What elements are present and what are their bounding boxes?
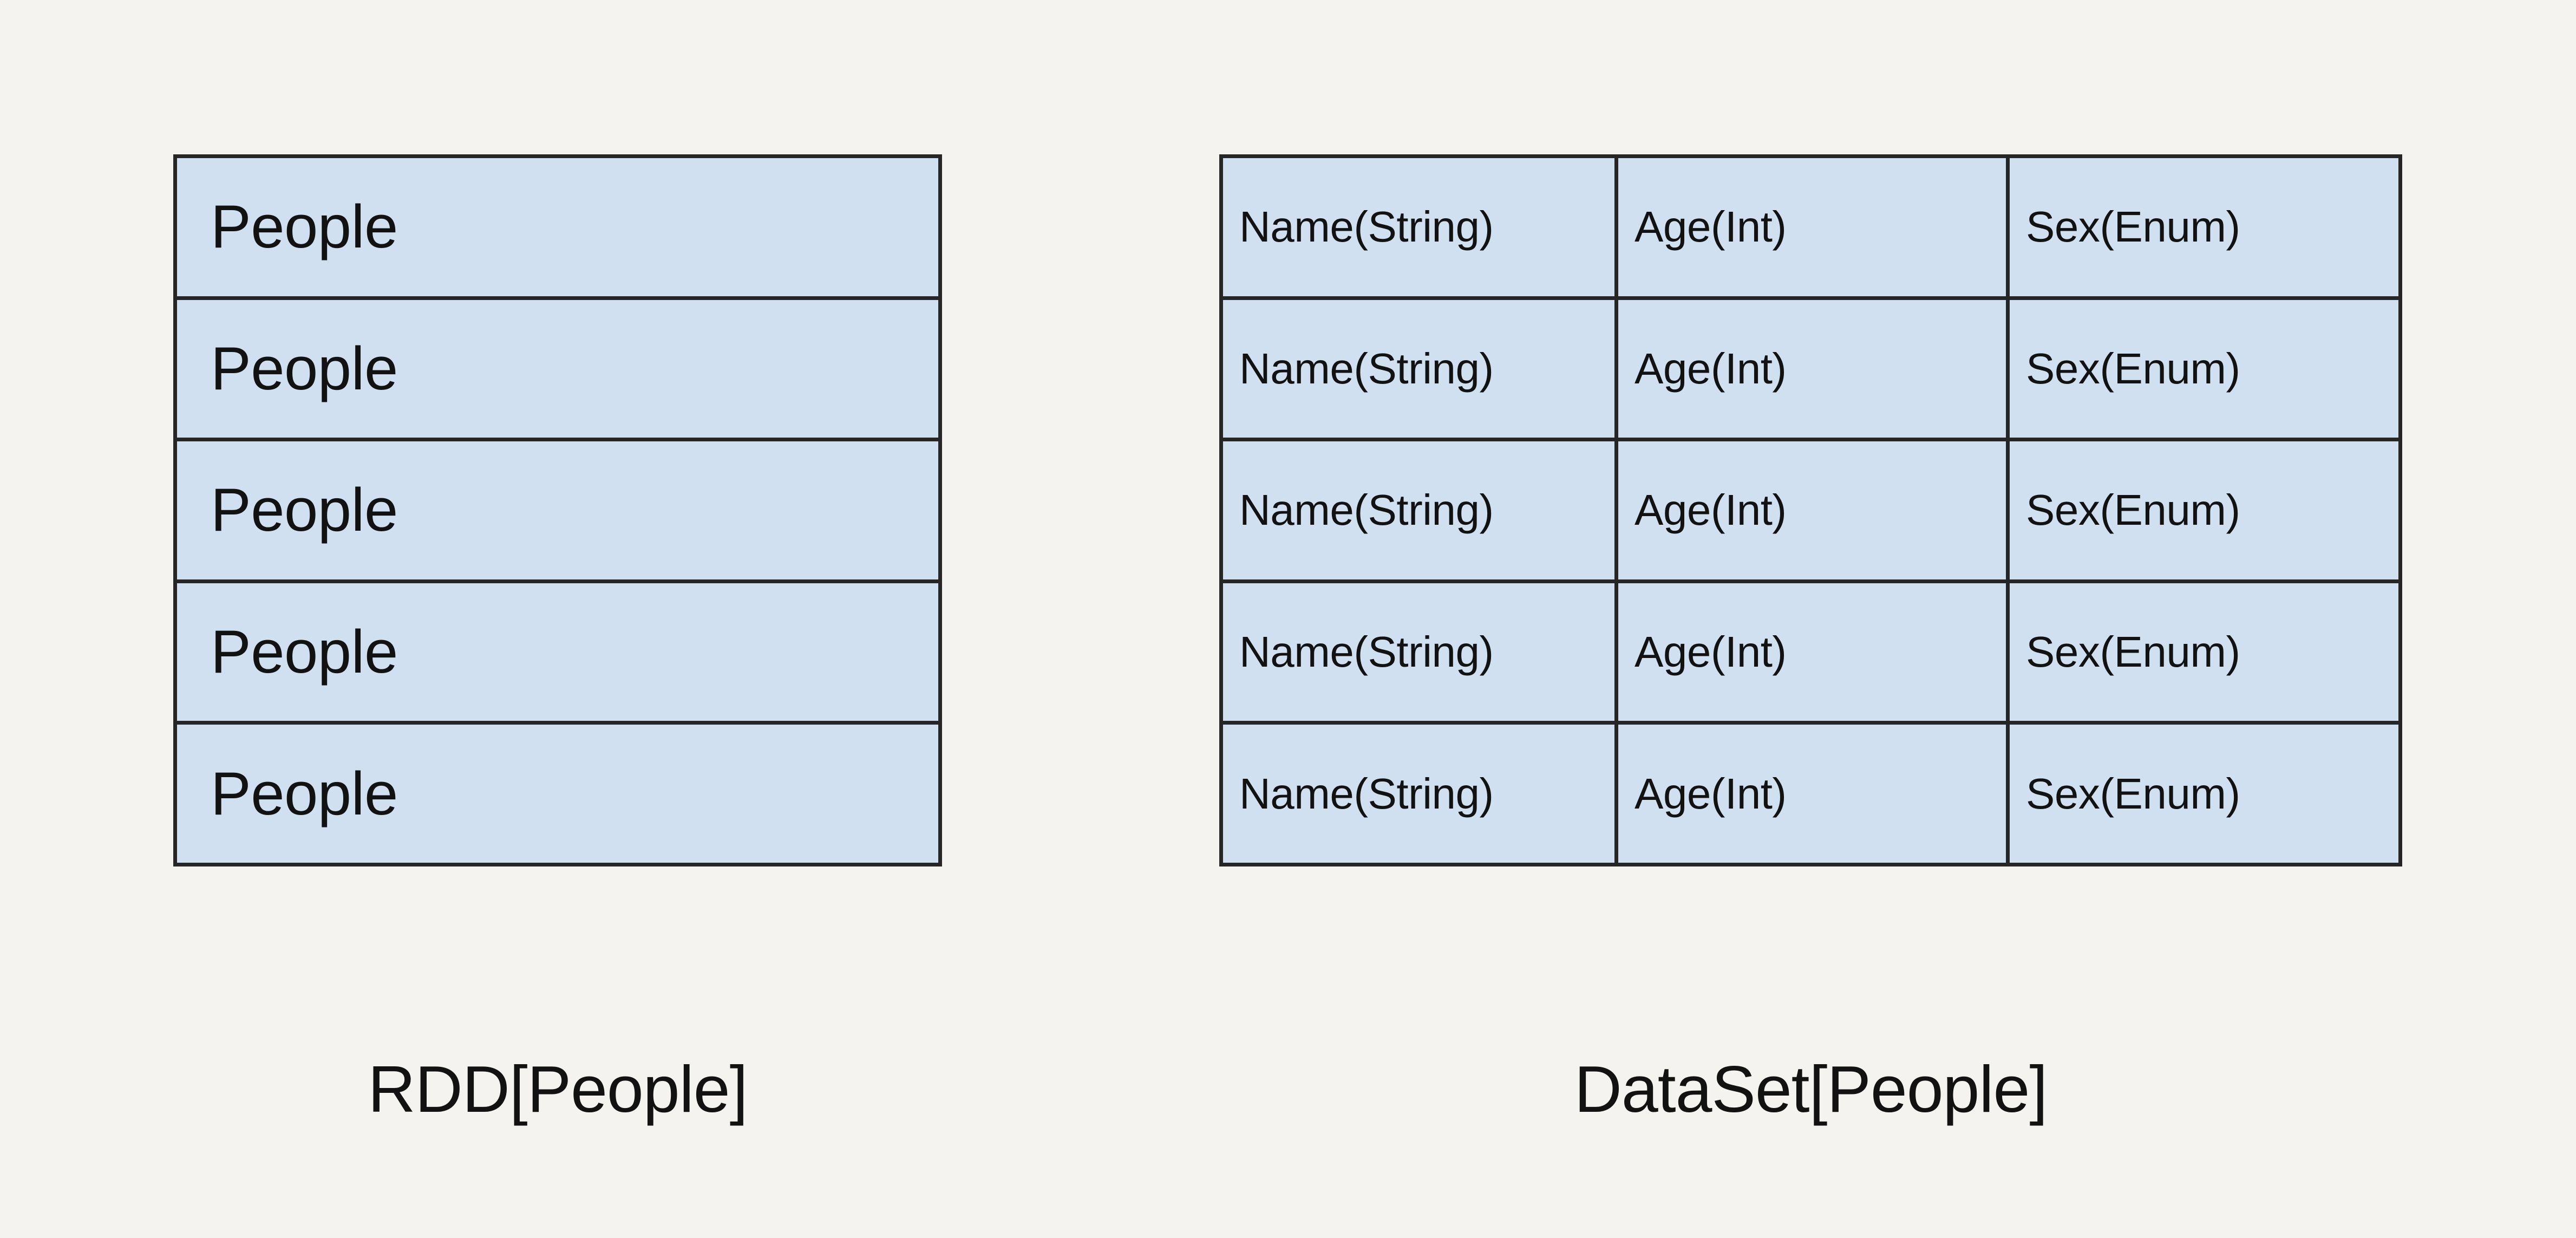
table-cell-sex: Sex(Enum)	[2010, 583, 2398, 721]
table-row: Name(String) Age(Int) Sex(Enum)	[1223, 441, 2398, 583]
table-row: People	[177, 158, 938, 300]
dataset-caption: DataSet[People]	[1574, 1052, 2048, 1126]
table-row: Name(String) Age(Int) Sex(Enum)	[1223, 299, 2398, 442]
dataset-table: Name(String) Age(Int) Sex(Enum) Name(Str…	[1219, 154, 2402, 866]
table-cell-age: Age(Int)	[1618, 441, 2010, 579]
table-row: Name(String) Age(Int) Sex(Enum)	[1223, 583, 2398, 725]
rdd-caption: RDD[People]	[368, 1052, 748, 1126]
table-cell-sex: Sex(Enum)	[2010, 158, 2398, 296]
table-cell: People	[177, 725, 938, 863]
table-cell-name: Name(String)	[1223, 299, 1618, 438]
table-row: People	[177, 299, 938, 442]
table-cell: People	[177, 441, 938, 579]
table-cell-name: Name(String)	[1223, 725, 1618, 863]
table-row: Name(String) Age(Int) Sex(Enum)	[1223, 725, 2398, 863]
table-cell-age: Age(Int)	[1618, 158, 2010, 296]
table-cell-sex: Sex(Enum)	[2010, 299, 2398, 438]
table-cell: People	[177, 583, 938, 721]
table-row: People	[177, 583, 938, 725]
table-cell: People	[177, 299, 938, 438]
table-cell-age: Age(Int)	[1618, 299, 2010, 438]
rdd-table: People People People People People	[173, 154, 942, 866]
table-cell-age: Age(Int)	[1618, 725, 2010, 863]
table-cell-sex: Sex(Enum)	[2010, 441, 2398, 579]
table-row: People	[177, 441, 938, 583]
table-cell-name: Name(String)	[1223, 441, 1618, 579]
table-cell-name: Name(String)	[1223, 583, 1618, 721]
table-row: Name(String) Age(Int) Sex(Enum)	[1223, 158, 2398, 300]
table-cell-name: Name(String)	[1223, 158, 1618, 296]
table-cell-age: Age(Int)	[1618, 583, 2010, 721]
table-row: People	[177, 725, 938, 863]
table-cell-sex: Sex(Enum)	[2010, 725, 2398, 863]
table-cell: People	[177, 158, 938, 296]
